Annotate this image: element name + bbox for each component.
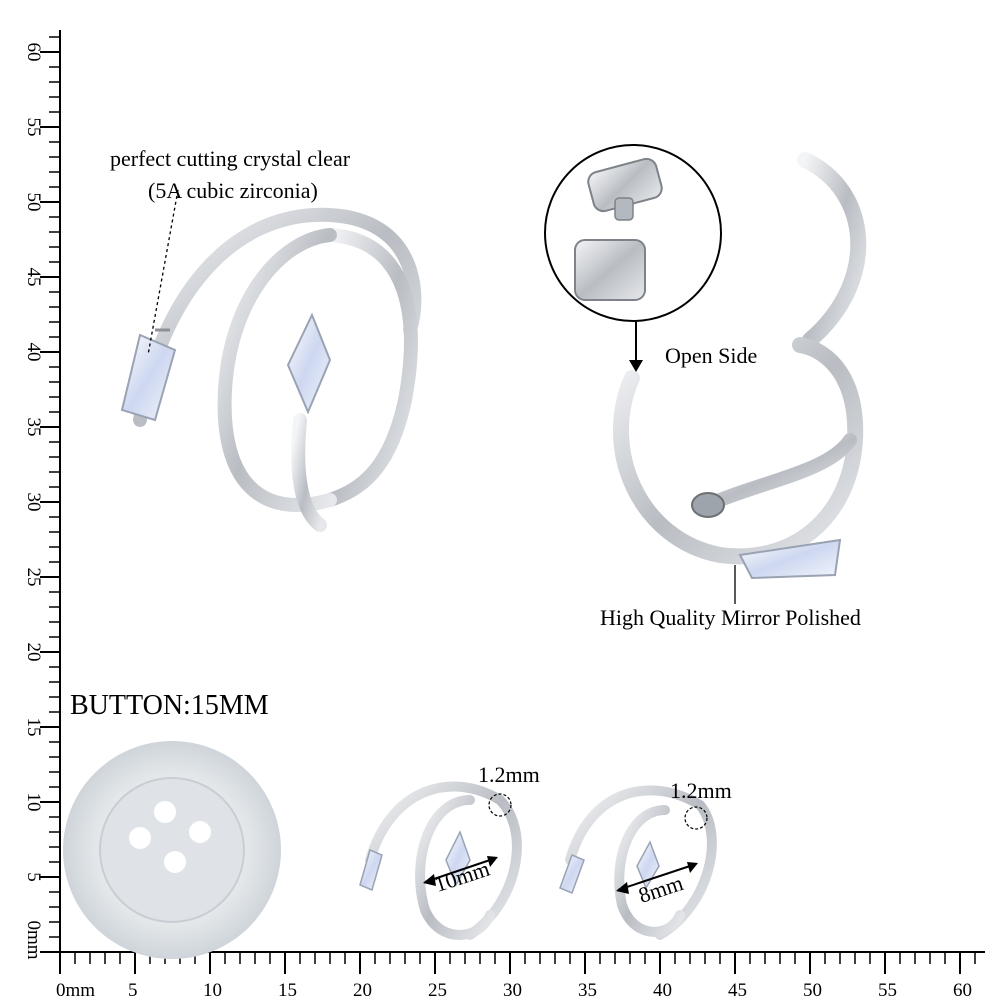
bottom-ruler-label: 30	[503, 980, 522, 1000]
ring-size-10mm	[359, 781, 522, 940]
bottom-ruler-label: 55	[878, 980, 897, 1000]
crystal-label-line1: perfect cutting crystal clear	[110, 146, 351, 171]
crystal-leader-line	[147, 189, 179, 356]
open-side-label: Open Side	[665, 343, 758, 368]
left-ruler-label: 5	[23, 872, 44, 882]
open-side-arrow	[629, 322, 643, 372]
left-ruler: 0mm 5 10 15 20 25 30 35 40 45 50 55 60	[23, 30, 61, 960]
thickness-label-10mm-ring: 1.2mm	[478, 762, 540, 787]
bottom-ruler-label: 15	[278, 980, 297, 1000]
bottom-ruler-label: 0mm	[56, 980, 95, 1000]
bottom-ruler-label: 45	[728, 980, 747, 1000]
left-ruler-label: 25	[23, 568, 44, 587]
bottom-ruler-label: 35	[578, 980, 597, 1000]
bottom-ruler-label: 5	[128, 980, 138, 1000]
ring-size-8mm	[559, 785, 717, 940]
left-ruler-label: 10	[23, 793, 44, 812]
bottom-ruler-label: 40	[653, 980, 672, 1000]
crystal-gem-center	[286, 312, 332, 415]
hinge-zoom-circle	[544, 144, 722, 322]
crystal-gem-top	[120, 333, 177, 422]
bottom-ruler-label: 50	[803, 980, 822, 1000]
ring-main-view	[120, 207, 422, 532]
polished-label: High Quality Mirror Polished	[600, 605, 861, 630]
left-ruler-label: 35	[23, 418, 44, 437]
button-reference	[63, 741, 281, 959]
bottom-ruler-label: 25	[428, 980, 447, 1000]
left-ruler-label: 45	[23, 268, 44, 287]
crystal-label-line2: (5A cubic zirconia)	[148, 178, 318, 203]
left-ruler-label: 15	[23, 718, 44, 737]
bottom-ruler-label: 20	[353, 980, 372, 1000]
left-ruler-label: 40	[23, 343, 44, 362]
ring-open-view	[612, 152, 867, 580]
bottom-ruler-label: 60	[953, 980, 972, 1000]
thickness-label-8mm-ring: 1.2mm	[670, 778, 732, 803]
left-ruler-label: 50	[23, 193, 44, 212]
crystal-gem-open	[738, 538, 842, 580]
left-ruler-label: 55	[23, 118, 44, 137]
button-size-label: BUTTON:15MM	[70, 690, 269, 721]
bottom-ruler-label: 10	[203, 980, 222, 1000]
left-ruler-label: 60	[23, 43, 44, 62]
left-ruler-label: 0mm	[23, 920, 44, 959]
left-ruler-label: 20	[23, 643, 44, 662]
left-ruler-label: 30	[23, 493, 44, 512]
bottom-ruler: 0mm 5 10 15 20 25 30 35 40 45 50 55 60	[56, 951, 985, 1000]
